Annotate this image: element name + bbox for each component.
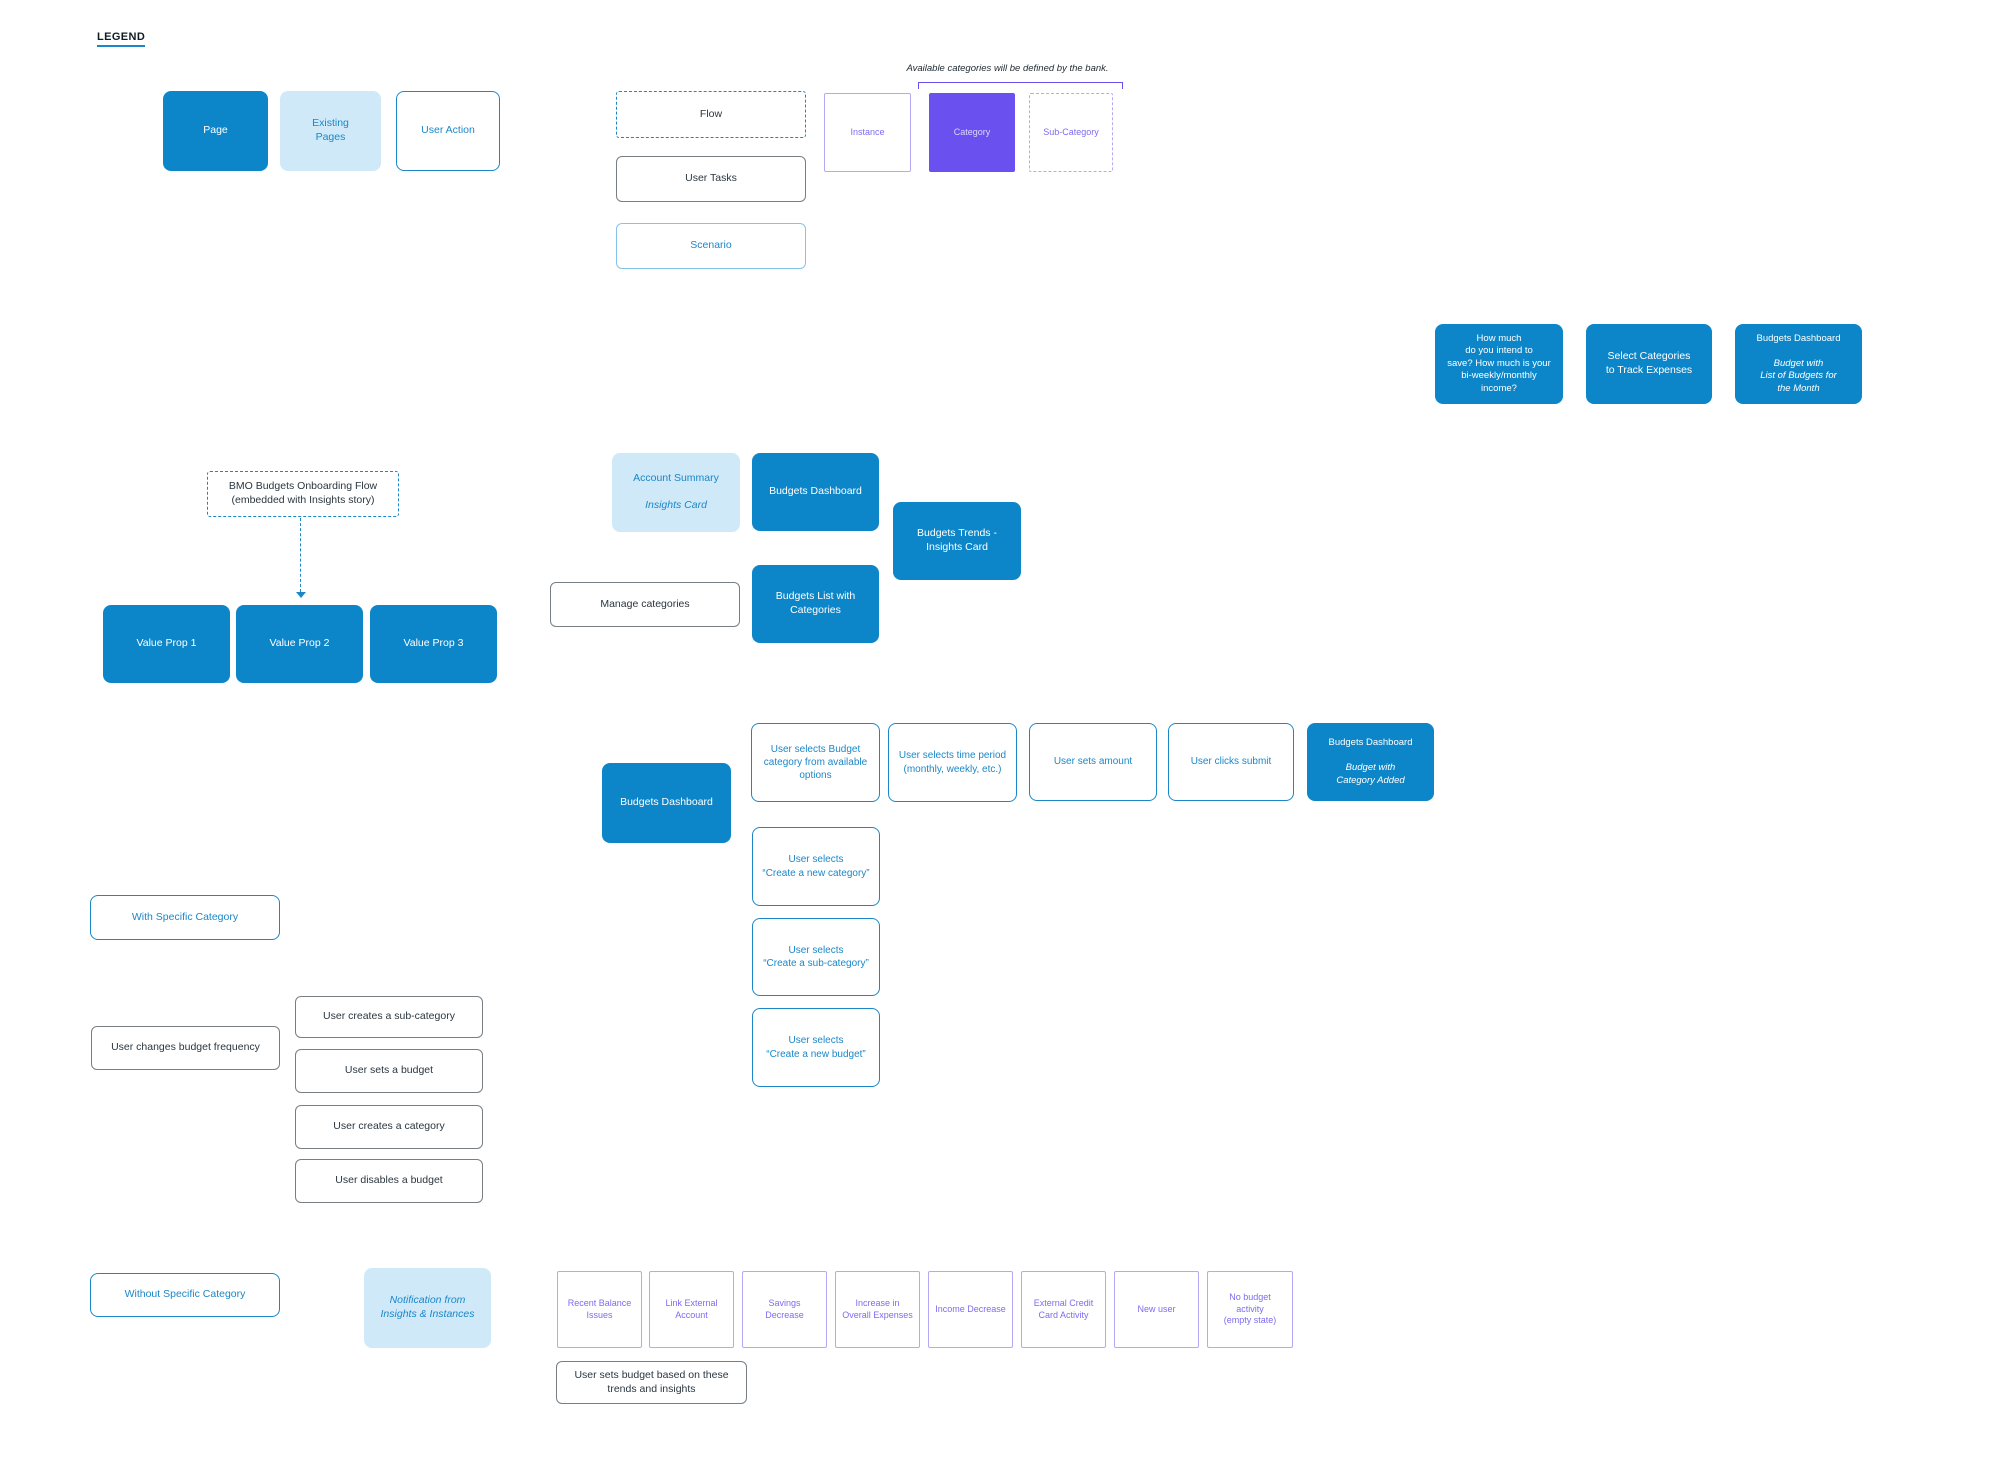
node-subtitle: Budget with List of Budgets for the Mont…: [1760, 357, 1837, 394]
legend-item-instance[interactable]: Instance: [824, 93, 911, 172]
node-title: Budgets Dashboard: [1756, 332, 1841, 344]
select-time-period-node[interactable]: User selects time period (monthly, weekl…: [888, 723, 1017, 802]
legend-item-user-action[interactable]: User Action: [396, 91, 500, 171]
instance-expenses-increase-node[interactable]: Increase in Overall Expenses: [835, 1271, 920, 1348]
select-categories-node[interactable]: Select Categories to Track Expenses: [1586, 324, 1712, 404]
legend-item-page[interactable]: Page: [163, 91, 268, 171]
legend-title: LEGEND: [97, 31, 146, 47]
budgets-dashboard-mid-node[interactable]: Budgets Dashboard: [602, 763, 731, 843]
value-prop-2-node[interactable]: Value Prop 2: [236, 605, 363, 683]
create-sub-category-node[interactable]: User selects “Create a sub-category”: [752, 918, 880, 996]
legend-item-scenario[interactable]: Scenario: [616, 223, 806, 269]
legend-item-user-tasks[interactable]: User Tasks: [616, 156, 806, 202]
bank-categories-note: Available categories will be defined by …: [906, 63, 1109, 74]
node-title: Account Summary: [633, 471, 719, 484]
node-subtitle: Budget with Category Added: [1336, 762, 1405, 786]
value-prop-3-node[interactable]: Value Prop 3: [370, 605, 497, 683]
instance-no-budget-activity-node[interactable]: No budget activity (empty state): [1207, 1271, 1293, 1348]
instance-link-external-node[interactable]: Link External Account: [649, 1271, 734, 1348]
task-create-category-node[interactable]: User creates a category: [295, 1105, 483, 1149]
account-summary-node[interactable]: Account Summary Insights Card: [612, 453, 740, 532]
node-subtitle: Insights Card: [645, 499, 707, 512]
change-frequency-node[interactable]: User changes budget frequency: [91, 1026, 280, 1070]
click-submit-node[interactable]: User clicks submit: [1168, 723, 1294, 801]
instance-recent-balance-node[interactable]: Recent Balance Issues: [557, 1271, 642, 1348]
instance-income-decrease-node[interactable]: Income Decrease: [928, 1271, 1013, 1348]
node-title: Budgets Dashboard: [1328, 736, 1413, 748]
income-question-node[interactable]: How much do you intend to save? How much…: [1435, 324, 1563, 404]
task-disable-budget-node[interactable]: User disables a budget: [295, 1159, 483, 1203]
set-budget-trends-node[interactable]: User sets budget based on these trends a…: [556, 1361, 747, 1404]
budgets-dashboard-top-node[interactable]: Budgets Dashboard: [752, 453, 879, 531]
instance-credit-card-node[interactable]: External Credit Card Activity: [1021, 1271, 1106, 1348]
budgets-dashboard-list-node[interactable]: Budgets Dashboard Budget with List of Bu…: [1735, 324, 1862, 404]
value-prop-1-node[interactable]: Value Prop 1: [103, 605, 230, 683]
onboarding-flow-node[interactable]: BMO Budgets Onboarding Flow (embedded wi…: [207, 471, 399, 517]
budgets-list-node[interactable]: Budgets List with Categories: [752, 565, 879, 643]
legend-item-category[interactable]: Category: [929, 93, 1015, 172]
manage-categories-node[interactable]: Manage categories: [550, 582, 740, 627]
without-specific-category-node[interactable]: Without Specific Category: [90, 1273, 280, 1317]
task-set-budget-node[interactable]: User sets a budget: [295, 1049, 483, 1093]
instance-savings-decrease-node[interactable]: Savings Decrease: [742, 1271, 827, 1348]
dashed-arrow-head: [296, 592, 306, 598]
legend-item-sub-category[interactable]: Sub-Category: [1029, 93, 1113, 172]
task-create-sub-category-node[interactable]: User creates a sub-category: [295, 996, 483, 1038]
select-category-node[interactable]: User selects Budget category from availa…: [751, 723, 880, 802]
legend-item-flow[interactable]: Flow: [616, 91, 806, 138]
create-new-budget-node[interactable]: User selects “Create a new budget”: [752, 1008, 880, 1087]
dashed-arrow-line: [300, 518, 301, 592]
category-bracket: [918, 82, 1123, 89]
set-amount-node[interactable]: User sets amount: [1029, 723, 1157, 801]
notification-node[interactable]: Notification from Insights & Instances: [364, 1268, 491, 1348]
instance-new-user-node[interactable]: New user: [1114, 1271, 1199, 1348]
create-new-category-node[interactable]: User selects “Create a new category”: [752, 827, 880, 906]
budgets-trends-node[interactable]: Budgets Trends - Insights Card: [893, 502, 1021, 580]
with-specific-category-node[interactable]: With Specific Category: [90, 895, 280, 940]
legend-item-existing-pages[interactable]: Existing Pages: [280, 91, 381, 171]
budgets-dashboard-added-node[interactable]: Budgets Dashboard Budget with Category A…: [1307, 723, 1434, 801]
